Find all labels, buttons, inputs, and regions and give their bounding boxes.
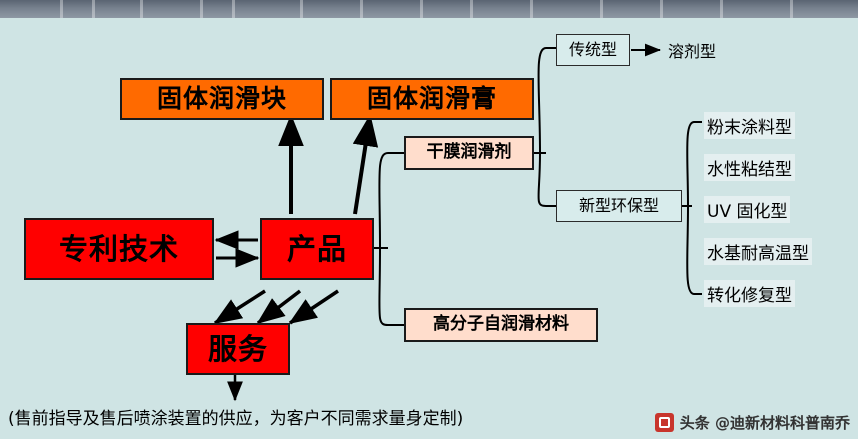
node-solid-lubricant-block-label: 固体润滑块 [156,83,287,113]
leaf-uv-curing-type: UV 固化型 [704,196,791,223]
node-polymer-self-lubricating-material-label: 高分子自润滑材料 [433,314,569,335]
leaf-solvent-type: 溶剂型 [668,42,717,61]
watermark-label: 头条 @迪新材料科普南乔 [679,414,850,432]
node-solid-lubricant-block[interactable]: 固体润滑块 [120,78,324,120]
node-polymer-self-lubricating-material[interactable]: 高分子自润滑材料 [404,308,598,342]
node-eco-friendly-type[interactable]: 新型环保型 [556,190,682,222]
diagram-caption: (售前指导及售后喷涂装置的供应，为客户不同需求量身定制) [8,409,464,429]
top-banner [0,0,858,18]
diagram-canvas: 固体润滑块 固体润滑膏 专利技术 产品 服务 干膜润滑剂 高分子自润滑材料 传统… [0,18,858,439]
node-service[interactable]: 服务 [186,323,290,375]
node-patent-technology-label: 专利技术 [58,231,179,266]
node-service-label: 服务 [207,331,268,366]
node-traditional-type[interactable]: 传统型 [556,34,630,66]
leaf-water-based-bonding-type: 水性粘结型 [704,154,795,181]
node-solid-lubricant-paste[interactable]: 固体润滑膏 [330,78,534,120]
leaf-water-based-high-temperature-type: 水基耐高温型 [704,238,812,265]
node-solid-lubricant-paste-label: 固体润滑膏 [366,83,497,113]
node-product[interactable]: 产品 [260,218,374,280]
toutiao-logo-icon [654,413,674,432]
leaf-powder-coating-type: 粉末涂料型 [704,112,795,139]
node-dry-film-lubricant-label: 干膜润滑剂 [426,142,512,163]
node-eco-friendly-type-label: 新型环保型 [578,195,659,215]
node-traditional-type-label: 传统型 [568,39,617,59]
leaf-conversion-repair-type: 转化修复型 [704,280,795,307]
node-patent-technology[interactable]: 专利技术 [24,218,214,280]
watermark: 头条 @迪新材料科普南乔 [654,412,850,433]
node-product-label: 产品 [286,231,347,266]
node-dry-film-lubricant[interactable]: 干膜润滑剂 [404,136,534,170]
